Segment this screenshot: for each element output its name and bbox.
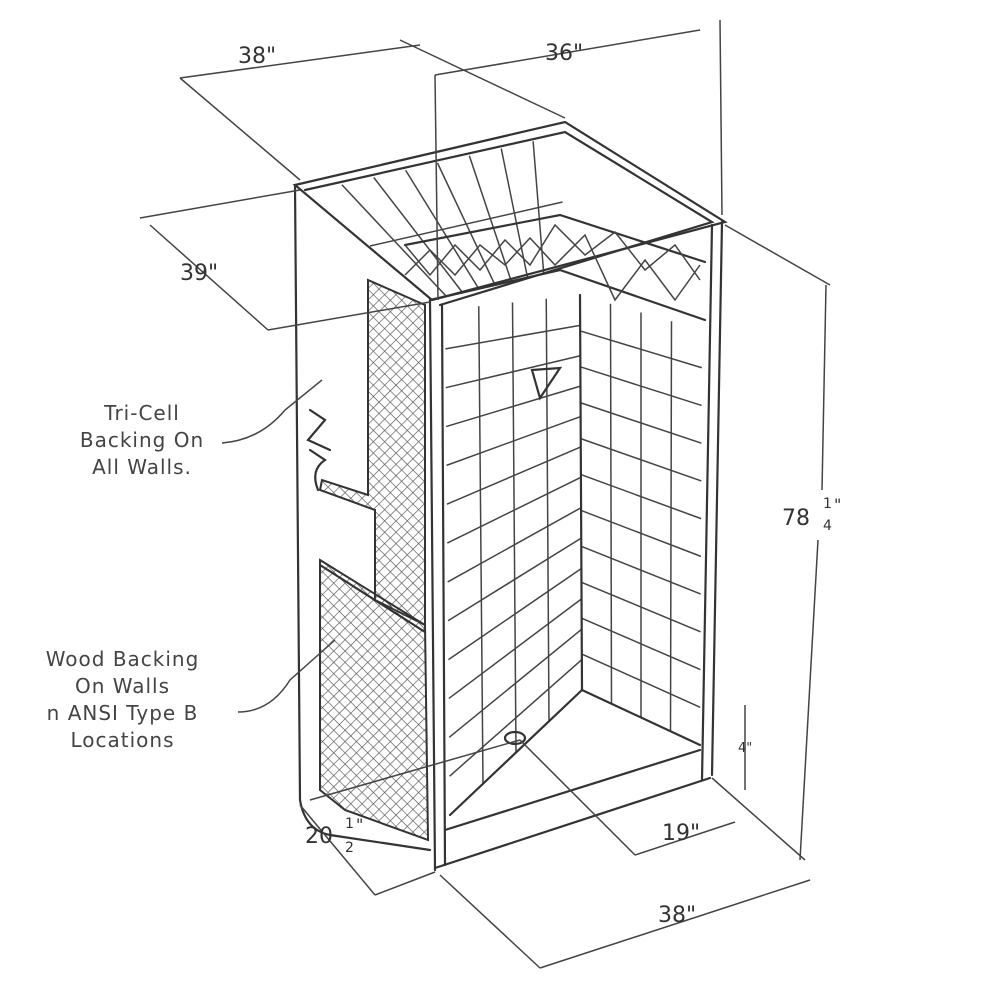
dim-bottom: 38" bbox=[658, 903, 696, 928]
tile-line bbox=[369, 201, 563, 247]
note-line: Tri-Cell bbox=[104, 401, 180, 425]
tile-line bbox=[581, 653, 701, 708]
dim-height-unit: " bbox=[834, 495, 841, 514]
tile-line bbox=[446, 476, 582, 544]
tile-line bbox=[446, 446, 582, 505]
tile-line bbox=[580, 509, 702, 558]
dim-height-num: 1 bbox=[823, 496, 832, 512]
tile-line bbox=[580, 473, 702, 520]
leader-wood bbox=[237, 639, 336, 713]
note-line: Wood Backing bbox=[45, 647, 200, 671]
tile-line bbox=[581, 617, 701, 671]
note-wood-backing: Wood Backing On Walls n ANSI Type B Loca… bbox=[10, 646, 235, 754]
dim-top-right: 36" bbox=[545, 41, 583, 66]
dim-top-left: 38" bbox=[238, 44, 276, 69]
side-panel-backing bbox=[306, 278, 430, 842]
tile-line bbox=[581, 581, 701, 633]
dim-drain-unit: " bbox=[356, 815, 363, 834]
dim-drain-depth: 20 bbox=[305, 824, 333, 849]
note-line: On Walls bbox=[74, 674, 171, 698]
dim-drain-den: 2 bbox=[345, 840, 354, 856]
note-tri-cell: Tri-Cell Backing On All Walls. bbox=[52, 400, 232, 481]
note-line: All Walls. bbox=[92, 455, 192, 479]
tile-line bbox=[448, 628, 583, 738]
note-line: n ANSI Type B bbox=[46, 701, 199, 725]
tile-line bbox=[445, 385, 581, 428]
tile-line bbox=[580, 545, 702, 595]
wall-tiles bbox=[341, 141, 703, 784]
leader-tri-cell bbox=[221, 379, 323, 444]
tile-line bbox=[448, 567, 582, 661]
dim-height-den: 4 bbox=[823, 518, 832, 534]
tile-line bbox=[445, 355, 581, 389]
dim-drain-offset: 19" bbox=[662, 821, 700, 846]
dim-depth: 39" bbox=[180, 261, 218, 286]
enclosure-outline bbox=[292, 120, 728, 872]
tile-line bbox=[447, 507, 582, 583]
tile-line bbox=[579, 330, 703, 369]
note-line: Backing On bbox=[79, 428, 205, 452]
tile-line bbox=[511, 302, 517, 753]
dim-drain-num: 1 bbox=[345, 816, 354, 832]
dimension-lines bbox=[139, 19, 831, 969]
tile-line bbox=[448, 598, 582, 700]
note-line: Locations bbox=[70, 728, 175, 752]
tile-line bbox=[478, 306, 484, 784]
tile-line bbox=[580, 366, 702, 407]
tile-line bbox=[580, 402, 702, 444]
dimension-labels: 38" 36" 39" 78 1 4 " 20 1 2 " 19" 38" 4" bbox=[180, 41, 841, 928]
tile-line bbox=[580, 437, 702, 482]
dim-height: 78 bbox=[782, 506, 810, 531]
tile-line bbox=[449, 659, 583, 777]
tile-line bbox=[445, 324, 581, 350]
dim-threshold: 4" bbox=[738, 741, 752, 756]
tile-line bbox=[447, 537, 582, 622]
tile-line bbox=[446, 415, 581, 467]
tile-line bbox=[669, 321, 673, 732]
tile-line bbox=[609, 303, 613, 704]
